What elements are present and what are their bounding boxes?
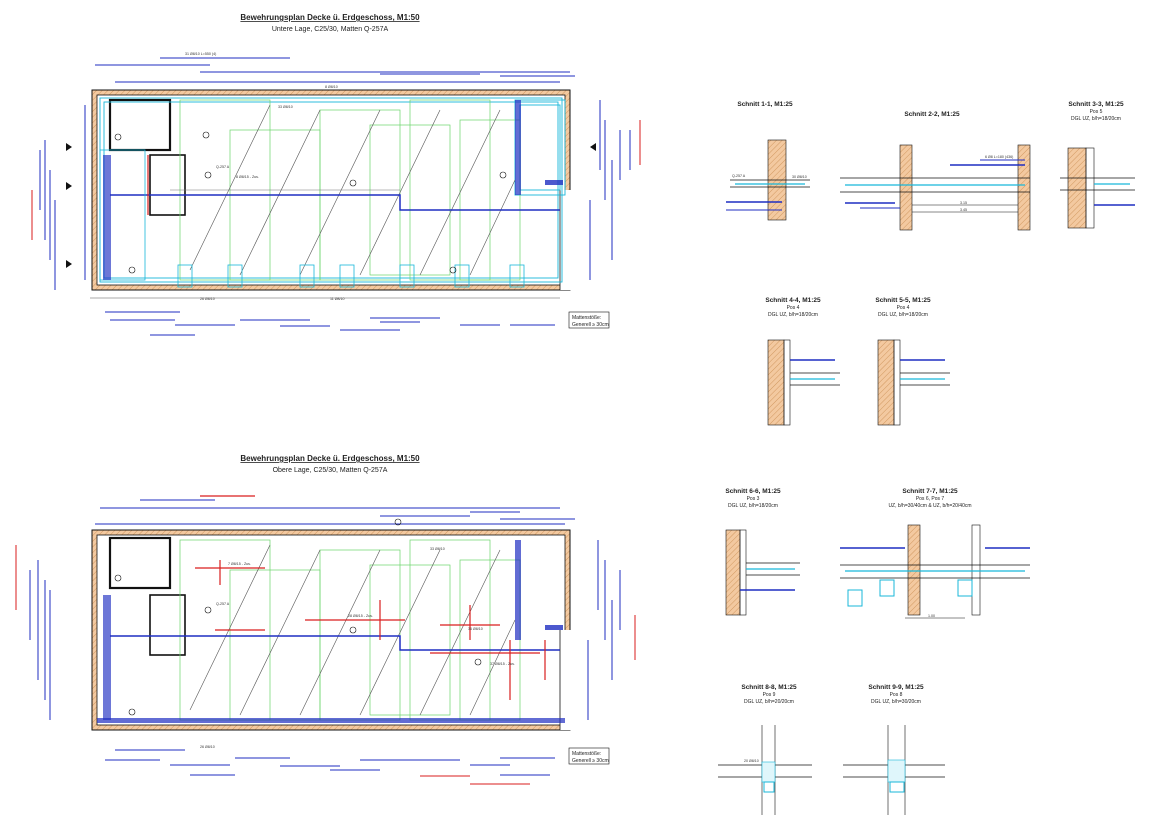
plan-title: Bewehrungsplan Decke ü. Erdgeschoss, M1:… (240, 454, 420, 463)
note-line: Generell ≥ 30cm (572, 322, 609, 328)
rebar-label: 36 Ø8/10 (468, 627, 483, 631)
opening (149, 154, 186, 216)
section-8-8: Schnitt 8-8, M1:25 Pos 9 DGL UZ, b/h=20/… (718, 684, 812, 815)
section-3-3: Schnitt 3-3, M1:25 Pos 5 DGL UZ, b/h=18/… (1060, 101, 1135, 229)
rebar-label: 8 Ø8/15 - Zus. (236, 175, 259, 179)
section-5-5: Schnitt 5-5, M1:25 Pos 4 DGL UZ, b/h=18/… (875, 297, 950, 426)
note-line: Mattenstöße: (572, 751, 601, 757)
section-title: Schnitt 5-5, M1:25 (875, 297, 931, 304)
opening (108, 536, 172, 590)
slab-inner (96, 534, 566, 726)
note-box (568, 747, 610, 765)
rebar-label: 7 Ø8/15 - Zus. (228, 562, 251, 566)
dimension-label: 3.15 (960, 201, 967, 205)
section-subtitle: Pos 4 (897, 305, 910, 311)
section-7-7: Schnitt 7-7, M1:25 Pos 6, Pos 7 UZ, b/h=… (840, 488, 1030, 619)
mesh-mats (179, 99, 521, 281)
rebar-label: 31 Ø8/10 L=550 (4) (185, 52, 216, 56)
section-label: 30 Ø8/10 (792, 175, 807, 179)
mat-diagonals (189, 544, 516, 716)
top-rebar-lines (95, 499, 575, 525)
dimension-label: 1.00 (928, 614, 935, 618)
rebar-label: 26 Ø8/10 (200, 745, 215, 749)
rebar-label: 11 Ø8/10 (330, 297, 345, 301)
bottom-rebar-lines (105, 749, 555, 776)
section-subtitle: DGL UZ, b/h=18/20cm (878, 312, 928, 318)
section-subtitle: DGL UZ, b/h=20/20cm (744, 699, 794, 705)
section-6-6: Schnitt 6-6, M1:25 Pos 3 DGL UZ, b/h=18/… (725, 488, 800, 616)
section-label: Q-257 A (732, 174, 746, 178)
additional-bars (195, 560, 546, 700)
section-subtitle: Pos 8 (890, 692, 903, 698)
top-rebar-lines (95, 57, 575, 83)
note-box (568, 311, 610, 329)
section-title: Schnitt 1-1, M1:25 (737, 101, 793, 108)
support-bars (110, 635, 560, 651)
side-rebar-lines (29, 540, 621, 720)
rebar-label: 33 Ø8/10 (430, 547, 445, 551)
section-4-4: Schnitt 4-4, M1:25 Pos 4 DGL UZ, b/h=18/… (765, 297, 840, 426)
section-1-1: Schnitt 1-1, M1:25 Q-257 A 30 Ø8/10 (726, 101, 810, 221)
rebar-label: 8 Ø8/10 (325, 85, 338, 89)
section-subtitle: Pos 4 (787, 305, 800, 311)
section-subtitle: Pos 3 (747, 496, 760, 502)
dimension-label: 3.45 (960, 208, 967, 212)
section-title: Schnitt 9-9, M1:25 (868, 684, 924, 691)
section-subtitle: DGL UZ, b/h=30/20cm (871, 699, 921, 705)
side-rebar-lines (39, 100, 631, 290)
section-title: Schnitt 2-2, M1:25 (904, 111, 960, 118)
section-subtitle: Pos 5 (1090, 109, 1103, 115)
opening (149, 594, 186, 656)
note-line: Generell ≥ 30cm (572, 758, 609, 764)
section-label: 6 Ø8 L=180 (436) (985, 155, 1013, 159)
mesh-label: Q-257 A (216, 602, 230, 606)
section-9-9: Schnitt 9-9, M1:25 Pos 8 DGL UZ, b/h=30/… (843, 684, 945, 815)
section-markers (114, 518, 482, 716)
plan-subtitle: Untere Lage, C25/30, Matten Q-257A (272, 26, 389, 33)
bottom-rebar-lines (105, 311, 555, 336)
mat-diagonals (189, 104, 516, 276)
section-subtitle: UZ, b/h=30/40cm & UZ, b/h=20/40cm (888, 503, 971, 509)
mesh-label: Q-257 A (216, 165, 230, 169)
plan-title: Bewehrungsplan Decke ü. Erdgeschoss, M1:… (240, 13, 420, 22)
section-title: Schnitt 3-3, M1:25 (1068, 101, 1124, 108)
section-subtitle: DGL UZ, b/h=18/20cm (1071, 116, 1121, 122)
section-title: Schnitt 8-8, M1:25 (741, 684, 797, 691)
section-subtitle: Pos 9 (763, 692, 776, 698)
rebar-label: 26 Ø8/10 (200, 297, 215, 301)
section-subtitle: DGL UZ, b/h=18/20cm (768, 312, 818, 318)
support-bars (110, 194, 560, 211)
plan-subtitle: Obere Lage, C25/30, Matten Q-257A (273, 467, 388, 474)
plan-untere-lage: Bewehrungsplan Decke ü. Erdgeschoss, M1:… (31, 13, 641, 336)
section-title: Schnitt 7-7, M1:25 (902, 488, 958, 495)
section-title: Schnitt 6-6, M1:25 (725, 488, 781, 495)
section-subtitle: Pos 6, Pos 7 (916, 496, 945, 502)
note-line: Mattenstöße: (572, 315, 601, 321)
rebar-label: 28 Ø8/15 - Zus. (348, 614, 373, 618)
section-subtitle: DGL UZ, b/h=18/20cm (728, 503, 778, 509)
section-2-2: Schnitt 2-2, M1:25 3.15 3.45 6 Ø8 L=180 … (840, 111, 1031, 231)
section-title: Schnitt 4-4, M1:25 (765, 297, 821, 304)
plan-obere-lage: Bewehrungsplan Decke ü. Erdgeschoss, M1:… (15, 454, 636, 785)
section-label: 20 Ø8/10 (744, 759, 759, 763)
rebar-label: 33 Ø8/10 (278, 105, 293, 109)
section-markers (66, 131, 596, 274)
rebar-label: 37 Ø8/15 - Zus. (490, 662, 515, 666)
